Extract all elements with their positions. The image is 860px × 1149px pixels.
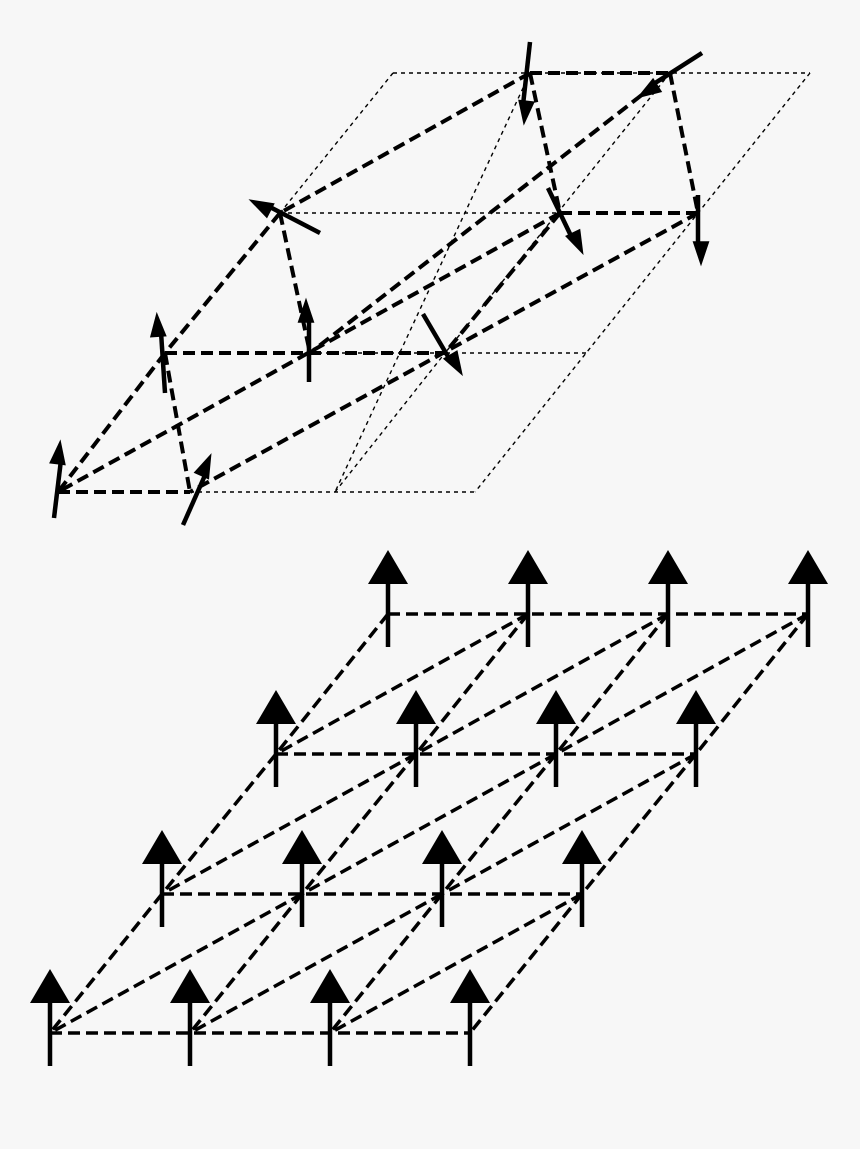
spin-arrow: [545, 187, 584, 256]
disordered-spin-lattice: [49, 41, 811, 526]
spin-up-arrow: [450, 969, 490, 1066]
spin-up-arrow: [788, 550, 828, 647]
spin-arrow: [636, 51, 704, 99]
spin-arrows: [30, 550, 828, 1066]
bond-line: [300, 752, 418, 896]
bond-line: [188, 892, 304, 1035]
bond-line: [555, 612, 809, 756]
bond-line: [160, 752, 278, 896]
spin-up-arrow: [30, 969, 70, 1066]
bond-line: [414, 612, 530, 756]
bond-line: [161, 752, 417, 896]
spin-up-arrow: [396, 690, 436, 787]
bond-line: [49, 892, 303, 1035]
spin-up-arrow: [142, 830, 182, 927]
spin-up-arrow: [310, 969, 350, 1066]
spin-arrow: [49, 439, 66, 519]
spin-arrow: [421, 312, 463, 377]
spin-arrow: [248, 199, 322, 235]
spin-up-arrow: [676, 690, 716, 787]
spin-up-arrow: [648, 550, 688, 647]
spin-arrows: [49, 41, 710, 526]
bond-line: [415, 612, 669, 756]
spin-up-arrow: [562, 830, 602, 927]
bond-line: [580, 752, 698, 896]
bond-line: [328, 892, 444, 1035]
spin-up-arrow: [282, 830, 322, 927]
spin-arrow: [518, 41, 535, 126]
bond-line: [189, 892, 443, 1035]
bond-line: [468, 892, 584, 1035]
bond-line: [301, 752, 557, 896]
bond-line: [694, 612, 810, 756]
aligned-spin-lattice: [30, 550, 828, 1066]
bond-line: [48, 892, 164, 1035]
spin-arrow: [180, 453, 212, 526]
bond-line: [440, 752, 558, 896]
bond-line: [441, 752, 697, 896]
spin-up-arrow: [256, 690, 296, 787]
bond-line: [275, 612, 529, 756]
bond-line: [329, 892, 583, 1035]
spin-up-arrow: [368, 550, 408, 647]
bond-line: [554, 612, 670, 756]
spin-up-arrow: [422, 830, 462, 927]
bond-line: [274, 612, 390, 756]
spin-up-arrow: [536, 690, 576, 787]
bond-network: [56, 71, 700, 494]
spin-up-arrow: [170, 969, 210, 1066]
bond-network: [48, 612, 810, 1035]
spin-arrow: [149, 311, 168, 394]
lattice-outline: [190, 72, 811, 493]
spin-up-arrow: [508, 550, 548, 647]
